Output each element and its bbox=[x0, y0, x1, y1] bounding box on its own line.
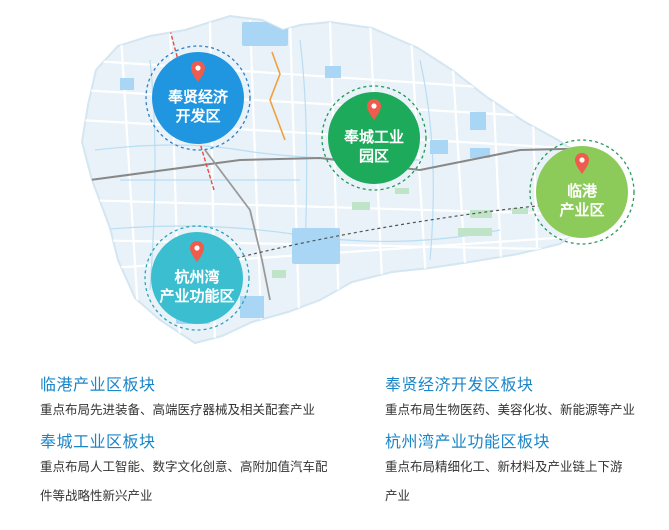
hangzhouwan-zone-label: 杭州湾 产业功能区 bbox=[142, 268, 252, 306]
legend-description: 重点布局人工智能、数字文化创意、高附加值汽车配 bbox=[40, 459, 328, 474]
zone-label-line: 开发区 bbox=[175, 107, 221, 125]
location-pin-icon bbox=[367, 99, 381, 120]
district-map bbox=[80, 14, 635, 345]
zone-label-line: 产业区 bbox=[559, 201, 605, 219]
fengcheng-zone-ring bbox=[321, 85, 427, 191]
lingang-zone-circle[interactable] bbox=[536, 146, 628, 238]
lingang-zone-label: 临港 产业区 bbox=[527, 182, 637, 220]
legend-description: 件等战略性新兴产业 bbox=[40, 488, 153, 503]
legend-title: 奉贤经济开发区板块 bbox=[385, 375, 534, 394]
location-pin-icon bbox=[191, 61, 205, 82]
location-pin-icon bbox=[575, 153, 589, 174]
legend-title: 奉城工业区板块 bbox=[40, 432, 156, 451]
legend-description: 重点布局生物医药、美容化妆、新能源等产业 bbox=[385, 402, 636, 417]
lingang-zone-ring bbox=[529, 139, 635, 245]
metro-line-orange bbox=[269, 51, 286, 141]
zone-label-line: 奉贤经济 bbox=[167, 88, 228, 106]
location-pin-icon bbox=[190, 241, 204, 262]
fengxian-zone-label: 奉贤经济 开发区 bbox=[143, 88, 253, 126]
fengcheng-zone-label: 奉城工业 园区 bbox=[319, 128, 429, 166]
legend-lingang: 临港产业区板块 重点布局先进装备、高端医疗器械及相关配套产业 bbox=[40, 375, 360, 424]
legend-fengcheng: 奉城工业区板块 重点布局人工智能、数字文化创意、高附加值汽车配 件等战略性新兴产… bbox=[40, 432, 360, 510]
zone-label-line: 产业功能区 bbox=[159, 287, 235, 305]
legend-description: 产业 bbox=[385, 488, 411, 503]
legend-description: 重点布局精细化工、新材料及产业链上下游 bbox=[385, 459, 623, 474]
fengxian-zone-circle[interactable] bbox=[152, 52, 244, 144]
legend-title: 杭州湾产业功能区板块 bbox=[385, 432, 551, 451]
hangzhouwan-zone-circle[interactable] bbox=[151, 232, 243, 324]
zone-label-line: 园区 bbox=[358, 147, 389, 165]
legend-hangzhouwan: 杭州湾产业功能区板块 重点布局精细化工、新材料及产业链上下游 产业 bbox=[385, 432, 669, 510]
fengcheng-zone-circle[interactable] bbox=[328, 92, 420, 184]
legend-fengxian: 奉贤经济开发区板块 重点布局生物医药、美容化妆、新能源等产业 bbox=[385, 375, 669, 424]
fengxian-zone-ring bbox=[145, 45, 251, 151]
legend-title: 临港产业区板块 bbox=[40, 375, 156, 394]
zone-label-line: 奉城工业 bbox=[343, 128, 404, 146]
hangzhouwan-zone-ring bbox=[144, 225, 250, 331]
green-areas bbox=[272, 188, 528, 278]
rail-line-2 bbox=[204, 149, 271, 301]
legend-description: 重点布局先进装备、高端医疗器械及相关配套产业 bbox=[40, 402, 316, 417]
zone-label-line: 临港 bbox=[566, 182, 597, 200]
zone-label-line: 杭州湾 bbox=[174, 268, 220, 286]
